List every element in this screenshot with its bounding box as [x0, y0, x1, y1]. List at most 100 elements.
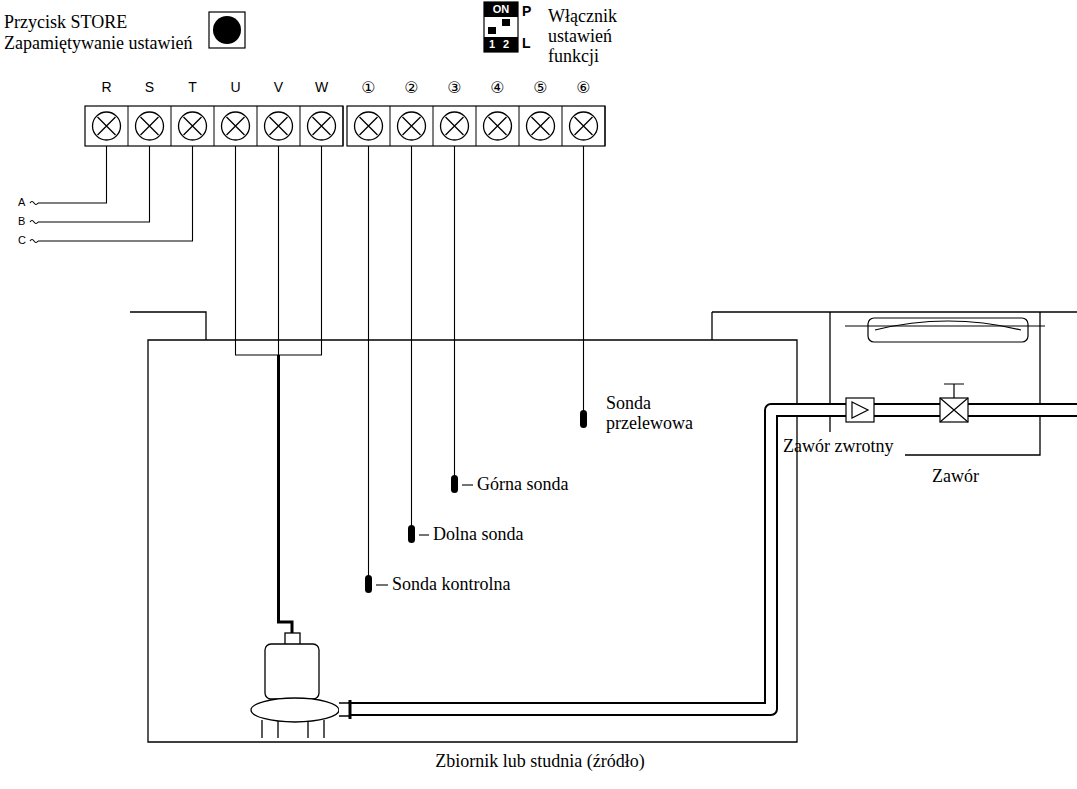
- terminal-block: [433, 106, 434, 146]
- pump: [349, 700, 352, 719]
- terminal-block: [398, 112, 426, 140]
- terminal-block: [390, 106, 391, 146]
- tank-outline: [711, 312, 712, 340]
- terminal-block: [562, 106, 563, 146]
- switch-pin-number: 2: [503, 38, 509, 50]
- valve-label: Zawór zwrotny: [783, 436, 893, 456]
- terminal-block: [398, 106, 434, 146]
- tank-outline: [130, 312, 206, 340]
- dip-switch: [484, 2, 518, 52]
- probe-wire: [583, 146, 584, 411]
- terminal-block: [85, 106, 343, 146]
- terminal-name: T: [188, 80, 197, 96]
- probe: [451, 475, 458, 493]
- terminal-block: [222, 106, 258, 146]
- dip-switch: [484, 37, 518, 52]
- terminal-block: [141, 117, 159, 135]
- terminal-block: [270, 117, 288, 135]
- terminal-block: [532, 117, 550, 135]
- tank-outline: [905, 312, 1040, 455]
- terminal-block: [441, 112, 469, 140]
- leader-line: [376, 584, 388, 585]
- terminal-block: [300, 106, 301, 146]
- tank-label: Zbiornik lub studnia (źródło): [435, 751, 644, 771]
- probe-wire: [369, 146, 584, 576]
- terminal-block: [214, 106, 215, 146]
- terminal-block: [575, 117, 593, 135]
- check-valve: [852, 402, 868, 418]
- check-valve: [846, 398, 874, 422]
- terminal-block: [489, 117, 507, 135]
- leader-line: [419, 534, 429, 535]
- pipe: [348, 410, 1077, 709]
- switch-label: L: [522, 36, 531, 52]
- terminal-number: ①: [361, 79, 375, 97]
- terminal-block: [519, 106, 520, 146]
- terminal-block: [476, 106, 477, 146]
- terminal-block: [527, 112, 555, 140]
- supply-wire: [30, 202, 38, 205]
- pump: [285, 633, 300, 645]
- motor-wire: [236, 146, 322, 355]
- terminal-block: [308, 112, 336, 140]
- switch-label: P: [522, 4, 531, 20]
- switch-label: ON: [493, 3, 510, 15]
- store-button: [213, 16, 241, 44]
- supply-wire: [38, 146, 107, 203]
- pump: [265, 644, 319, 699]
- terminal-block: [171, 106, 172, 146]
- terminal-block: [605, 106, 606, 146]
- supply-wire: [30, 240, 38, 243]
- phase-name: A: [18, 196, 25, 208]
- gate-valve: [940, 398, 968, 422]
- terminal-block: [179, 106, 215, 146]
- check-valve: [846, 398, 874, 422]
- tank-outline: [148, 340, 797, 742]
- terminal-block: [446, 117, 464, 135]
- terminal-block: [222, 112, 250, 140]
- motor-wire: [236, 146, 322, 355]
- probe-label: Dolna sonda: [433, 524, 523, 544]
- pump: [251, 698, 339, 722]
- terminal-block: [313, 117, 331, 135]
- gate-valve: [940, 398, 968, 422]
- manhole-cover: [845, 318, 1045, 342]
- pipe: [348, 410, 1077, 709]
- manhole-cover: [868, 318, 1028, 342]
- terminal-block: [93, 106, 129, 146]
- terminal-name: V: [274, 80, 283, 96]
- terminal-number: ④: [490, 79, 504, 97]
- terminal-block: [98, 117, 116, 135]
- gate-valve: [940, 384, 968, 422]
- phase-name: B: [18, 215, 25, 227]
- terminal-block: [308, 106, 344, 146]
- supply-wire: [38, 146, 150, 222]
- supply-wire: [30, 221, 38, 224]
- supply-wire: [38, 146, 193, 241]
- probe: [365, 410, 587, 593]
- terminal-block: [484, 106, 520, 146]
- terminal-block: [484, 112, 512, 140]
- terminal-number: ⑤: [533, 79, 547, 97]
- phase-name: C: [18, 234, 26, 246]
- terminal-name: U: [230, 80, 240, 96]
- terminal-block: [343, 106, 344, 146]
- probe: [580, 410, 587, 428]
- valve-label: Zawór: [932, 466, 979, 486]
- terminal-block: [265, 106, 301, 146]
- terminal-number: ⑥: [576, 79, 590, 97]
- terminal-name: S: [145, 80, 154, 96]
- terminal-block: [85, 106, 605, 146]
- terminal-block: [184, 117, 202, 135]
- terminal-block: [179, 112, 207, 140]
- probe-wire: [411, 146, 412, 526]
- switch-caption: Włącznik ustawień funkcji: [548, 6, 638, 66]
- terminal-block: [570, 106, 606, 146]
- terminal-block: [128, 106, 129, 146]
- pipe: [348, 410, 1077, 709]
- terminal-block: [441, 106, 477, 146]
- dip-switch: [488, 27, 496, 34]
- terminal-block: [355, 106, 391, 146]
